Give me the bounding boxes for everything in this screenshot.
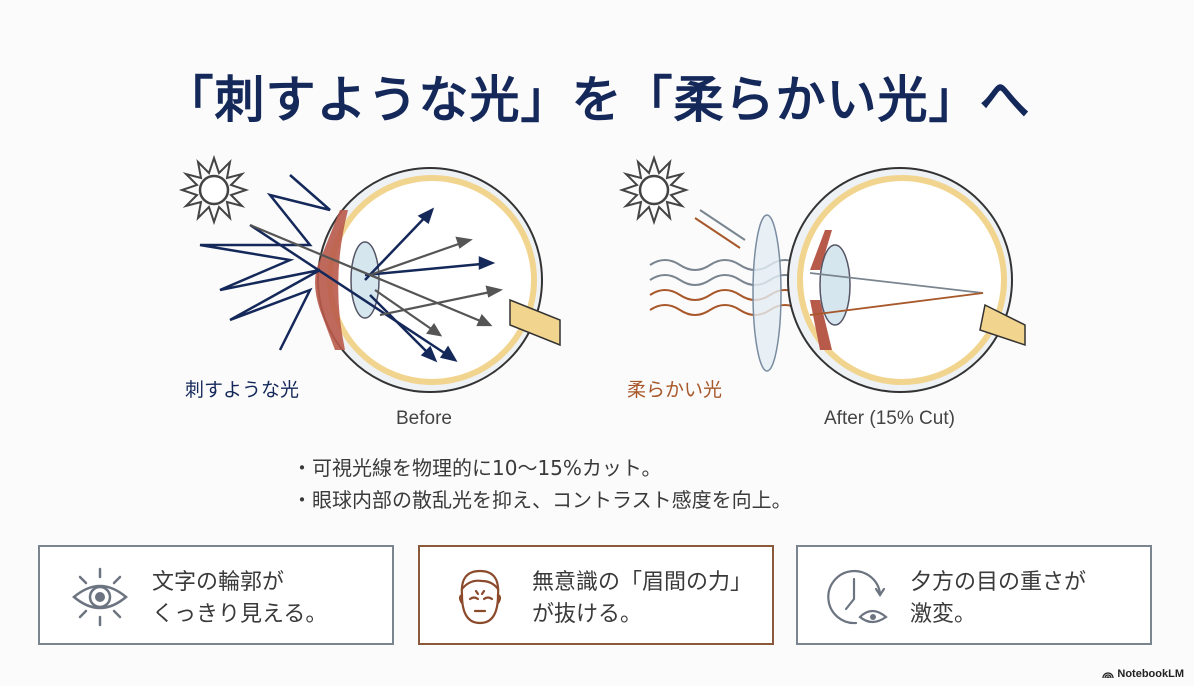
bullet-item: 可視光線を物理的に10～15%カット。 — [292, 452, 792, 484]
card-text: 夕方の目の重さが 激変。 — [910, 570, 1087, 627]
eyeball — [315, 167, 561, 393]
card-text: 文字の輪郭が くっきり見える。 — [152, 570, 328, 627]
after-caption: After (15% Cut) — [824, 408, 955, 429]
after-label: 柔らかい光 — [627, 379, 723, 401]
benefit-card-evening: 夕方の目の重さが 激変。 — [796, 545, 1152, 645]
sun-icon — [178, 154, 250, 226]
brand-watermark: NotebookLM — [1102, 668, 1184, 680]
filter-lens — [752, 214, 782, 372]
bullet-list: 可視光線を物理的に10～15%カット。 眼球内部の散乱光を抑え、コントラスト感度… — [292, 452, 792, 516]
before-caption: Before — [396, 408, 452, 429]
after-eye-diagram — [618, 154, 1026, 393]
eye-icon — [72, 567, 128, 627]
benefit-card-clarity: 文字の輪郭が くっきり見える。 — [38, 545, 394, 645]
sun-icon — [618, 154, 690, 226]
page-title: 「刺すような光」を「柔らかい光」へ — [163, 71, 1031, 129]
notebooklm-logo-icon — [1102, 672, 1115, 679]
clock-eye-icon — [827, 569, 888, 625]
before-label: 刺すような光 — [185, 379, 300, 401]
card-text: 無意識の「眉間の力」 が抜ける。 — [532, 570, 753, 627]
bullet-item: 眼球内部の散乱光を抑え、コントラスト感度を向上。 — [292, 484, 792, 516]
benefit-card-relax: 無意識の「眉間の力」 が抜ける。 — [418, 545, 774, 645]
face-icon — [458, 569, 502, 625]
before-eye-diagram — [178, 154, 561, 393]
